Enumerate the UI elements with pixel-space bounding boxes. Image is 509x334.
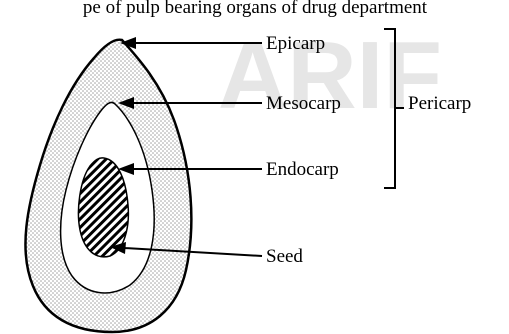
caption-text: pe of pulp bearing organs of drug depart… — [83, 0, 428, 18]
seed-label: Seed — [266, 246, 303, 267]
seed-shape — [78, 158, 128, 257]
epicarp-label: Epicarp — [266, 33, 325, 54]
mesocarp-label: Mesocarp — [266, 93, 341, 114]
pericarp-label: Pericarp — [408, 93, 471, 114]
endocarp-label: Endocarp — [266, 159, 339, 180]
